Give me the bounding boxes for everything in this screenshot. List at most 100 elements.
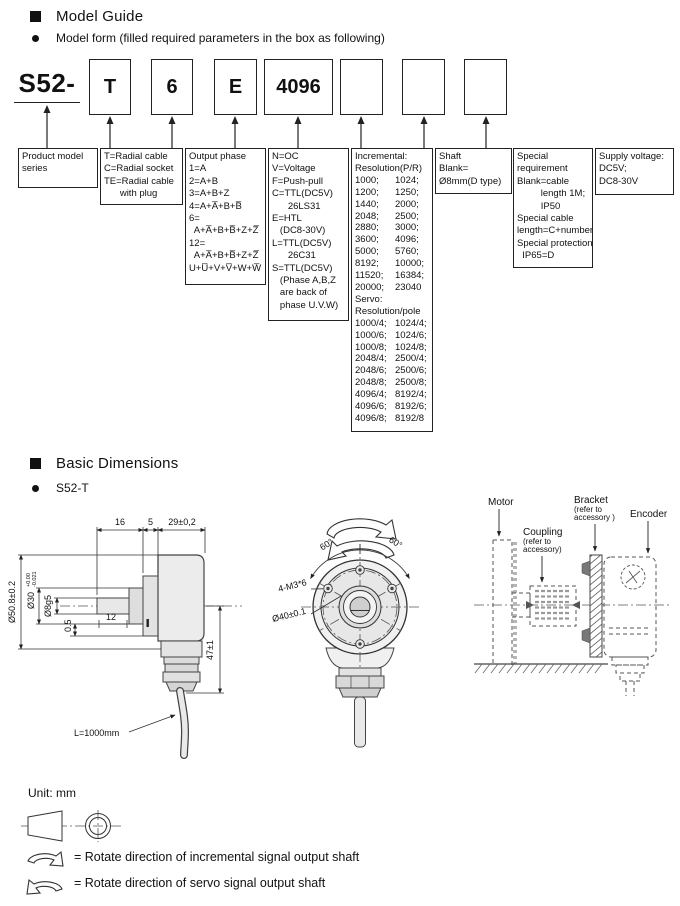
resolution-pair: 4096/4;8192/4;: [355, 389, 427, 401]
circle-bullet-icon: [32, 34, 39, 42]
dim-gap-label: 0.5: [63, 619, 73, 632]
resolution-pair: 1000/8;1024/8;: [355, 341, 427, 353]
section-subtitle: Model form (filled required parameters i…: [56, 31, 385, 45]
section-subtitle: S52-T: [56, 481, 89, 495]
resolution-subtitle: Resolution(P/R): [355, 162, 423, 174]
dim-spigot-tol-lower: -0.021: [32, 571, 38, 587]
desc-line: are back of: [272, 287, 327, 299]
rotation-arrow-cw-icon: [326, 518, 397, 540]
circle-bullet-icon: [32, 484, 39, 492]
model-box-signal-type: E: [214, 59, 257, 115]
resolution-pair: 8192;10000;: [355, 258, 425, 270]
desc-line: F=Push-pull: [272, 175, 323, 187]
coupling-outline: [526, 585, 580, 627]
desc-box-supply-voltage: Supply voltage:DC5V;DC8-30V: [595, 148, 674, 195]
dim-47-label: 47±1: [205, 640, 215, 660]
resolution-pair: 3600;4096;: [355, 234, 419, 246]
resolution-pair: 2048/6;2500/6;: [355, 365, 427, 377]
desc-line: IP50: [517, 200, 561, 212]
coupling-note-2: accessory): [523, 545, 562, 554]
section-title: Model Guide: [56, 8, 144, 25]
dim-29-label: 29±0,2: [168, 517, 195, 527]
desc-line: Special cable: [517, 213, 574, 225]
resolution-pair: 2048/8;2500/8;: [355, 377, 427, 389]
desc-line: N=OC: [272, 151, 299, 162]
desc-line: requirement: [517, 163, 568, 175]
desc-line: T=Radial cable: [104, 151, 168, 162]
incremental-pairs: 1000;1024;1200;1250;1440;2000;2048;2500;…: [355, 175, 429, 294]
desc-line: 6=: [189, 213, 200, 225]
desc-line: U+U̅+V+V̅+W+W̅: [189, 262, 262, 274]
installation-labels: Motor Coupling (refer to accessory) Brac…: [488, 495, 668, 583]
resolution-pair: 4096/8;8192/8: [355, 412, 425, 424]
bolt-circle-label: Ø40±0.1: [271, 606, 307, 624]
model-guide-header: Model Guide: [30, 8, 143, 25]
encoder-body-side: [60, 554, 242, 759]
dim-16-label: 16: [115, 517, 125, 527]
side-view-drawing: 16 5 29±0,2 Ø50.8±0.2 Ø30 +0.00 -0.021 Ø…: [8, 517, 242, 759]
desc-line: series: [22, 163, 48, 175]
desc-line: 3=A+B+Z: [189, 188, 230, 200]
resolution-pair: 2048;2500;: [355, 210, 419, 222]
model-form-subheader: Model form (filled required parameters i…: [30, 31, 385, 45]
resolution-title: Incremental:: [355, 151, 408, 162]
desc-line: 26C31: [272, 250, 316, 262]
ground-hatch: [474, 663, 608, 674]
motor-outline: [492, 539, 531, 666]
resolution-pair: 2048/4;2500/4;: [355, 353, 427, 365]
desc-line: C=Radial socket: [104, 163, 174, 175]
side-dimensions: 16 5 29±0,2 Ø50.8±0.2 Ø30 +0.00 -0.021 Ø…: [8, 517, 224, 738]
resolution-pair: 1000/4;1024/4;: [355, 317, 427, 329]
front-view-drawing: 60° 60° 4-M3*6 Ø40±0.1: [271, 518, 419, 748]
motor-label: Motor: [488, 497, 514, 508]
desc-line: 1=A: [189, 163, 207, 175]
resolution-pair: 1200;1250;: [355, 186, 419, 198]
desc-line: Ø8mm(D type): [439, 175, 502, 187]
desc-line: C=TTL(DC5V): [272, 188, 333, 200]
dim-od-label: Ø50.8±0.2: [8, 581, 17, 623]
desc-line: Special: [517, 151, 549, 162]
resolution-pair: 1000/6;1024/6;: [355, 329, 427, 341]
desc-line: 12=: [189, 237, 206, 249]
legend-incremental: = Rotate direction of incremental signal…: [22, 844, 359, 870]
resolution-pair: 5000;5760;: [355, 246, 419, 258]
desc-line: A+A̅+B+B̅+Z+Z̅: [189, 250, 259, 262]
desc-line: length=C+number: [517, 225, 593, 237]
legend-servo-text: = Rotate direction of servo signal outpu…: [74, 876, 326, 890]
encoder-outline: [603, 556, 657, 696]
desc-line: L=TTL(DC5V): [272, 237, 332, 249]
resolution-pair: 11520;16384;: [355, 270, 425, 282]
bracket-note-2: accessory ): [574, 513, 615, 522]
desc-line: phase U.V.W): [272, 299, 339, 311]
desc-line: Shaft: [439, 151, 462, 162]
legend-servo: = Rotate direction of servo signal outpu…: [22, 870, 325, 896]
rotation-arrow-cw-icon: [27, 850, 64, 867]
servo-title: Servo:: [355, 293, 383, 305]
bracket-outline: [581, 554, 603, 658]
dim-spigot-tol-upper: +0.00: [26, 573, 32, 587]
resolution-pair: 4096/6;8192/6;: [355, 401, 427, 413]
bracket-note-1: (refer to: [574, 505, 603, 514]
desc-line: V=Voltage: [272, 163, 316, 175]
desc-line: 26LS31: [272, 200, 321, 212]
encoder-face: [301, 544, 419, 748]
dim-5-label: 5: [148, 517, 153, 527]
resolution-pair: 1440;2000;: [355, 198, 419, 210]
rotation-arrow-ccw-icon: [26, 878, 63, 895]
bracket-label: Bracket: [574, 495, 608, 506]
desc-line: length 1M;: [517, 188, 586, 200]
dim-spigot-label: Ø30: [26, 592, 36, 609]
desc-line: DC5V;: [599, 163, 627, 175]
basic-dimensions-header: Basic Dimensions: [30, 455, 178, 472]
resolution-pair: 1000;1024;: [355, 174, 419, 186]
desc-line: Supply voltage:: [599, 151, 664, 162]
desc-line: Blank=cable: [517, 175, 570, 187]
model-box-shaft: [340, 59, 383, 115]
desc-line: A+A̅+B+B̅+Z+Z̅: [189, 225, 259, 237]
